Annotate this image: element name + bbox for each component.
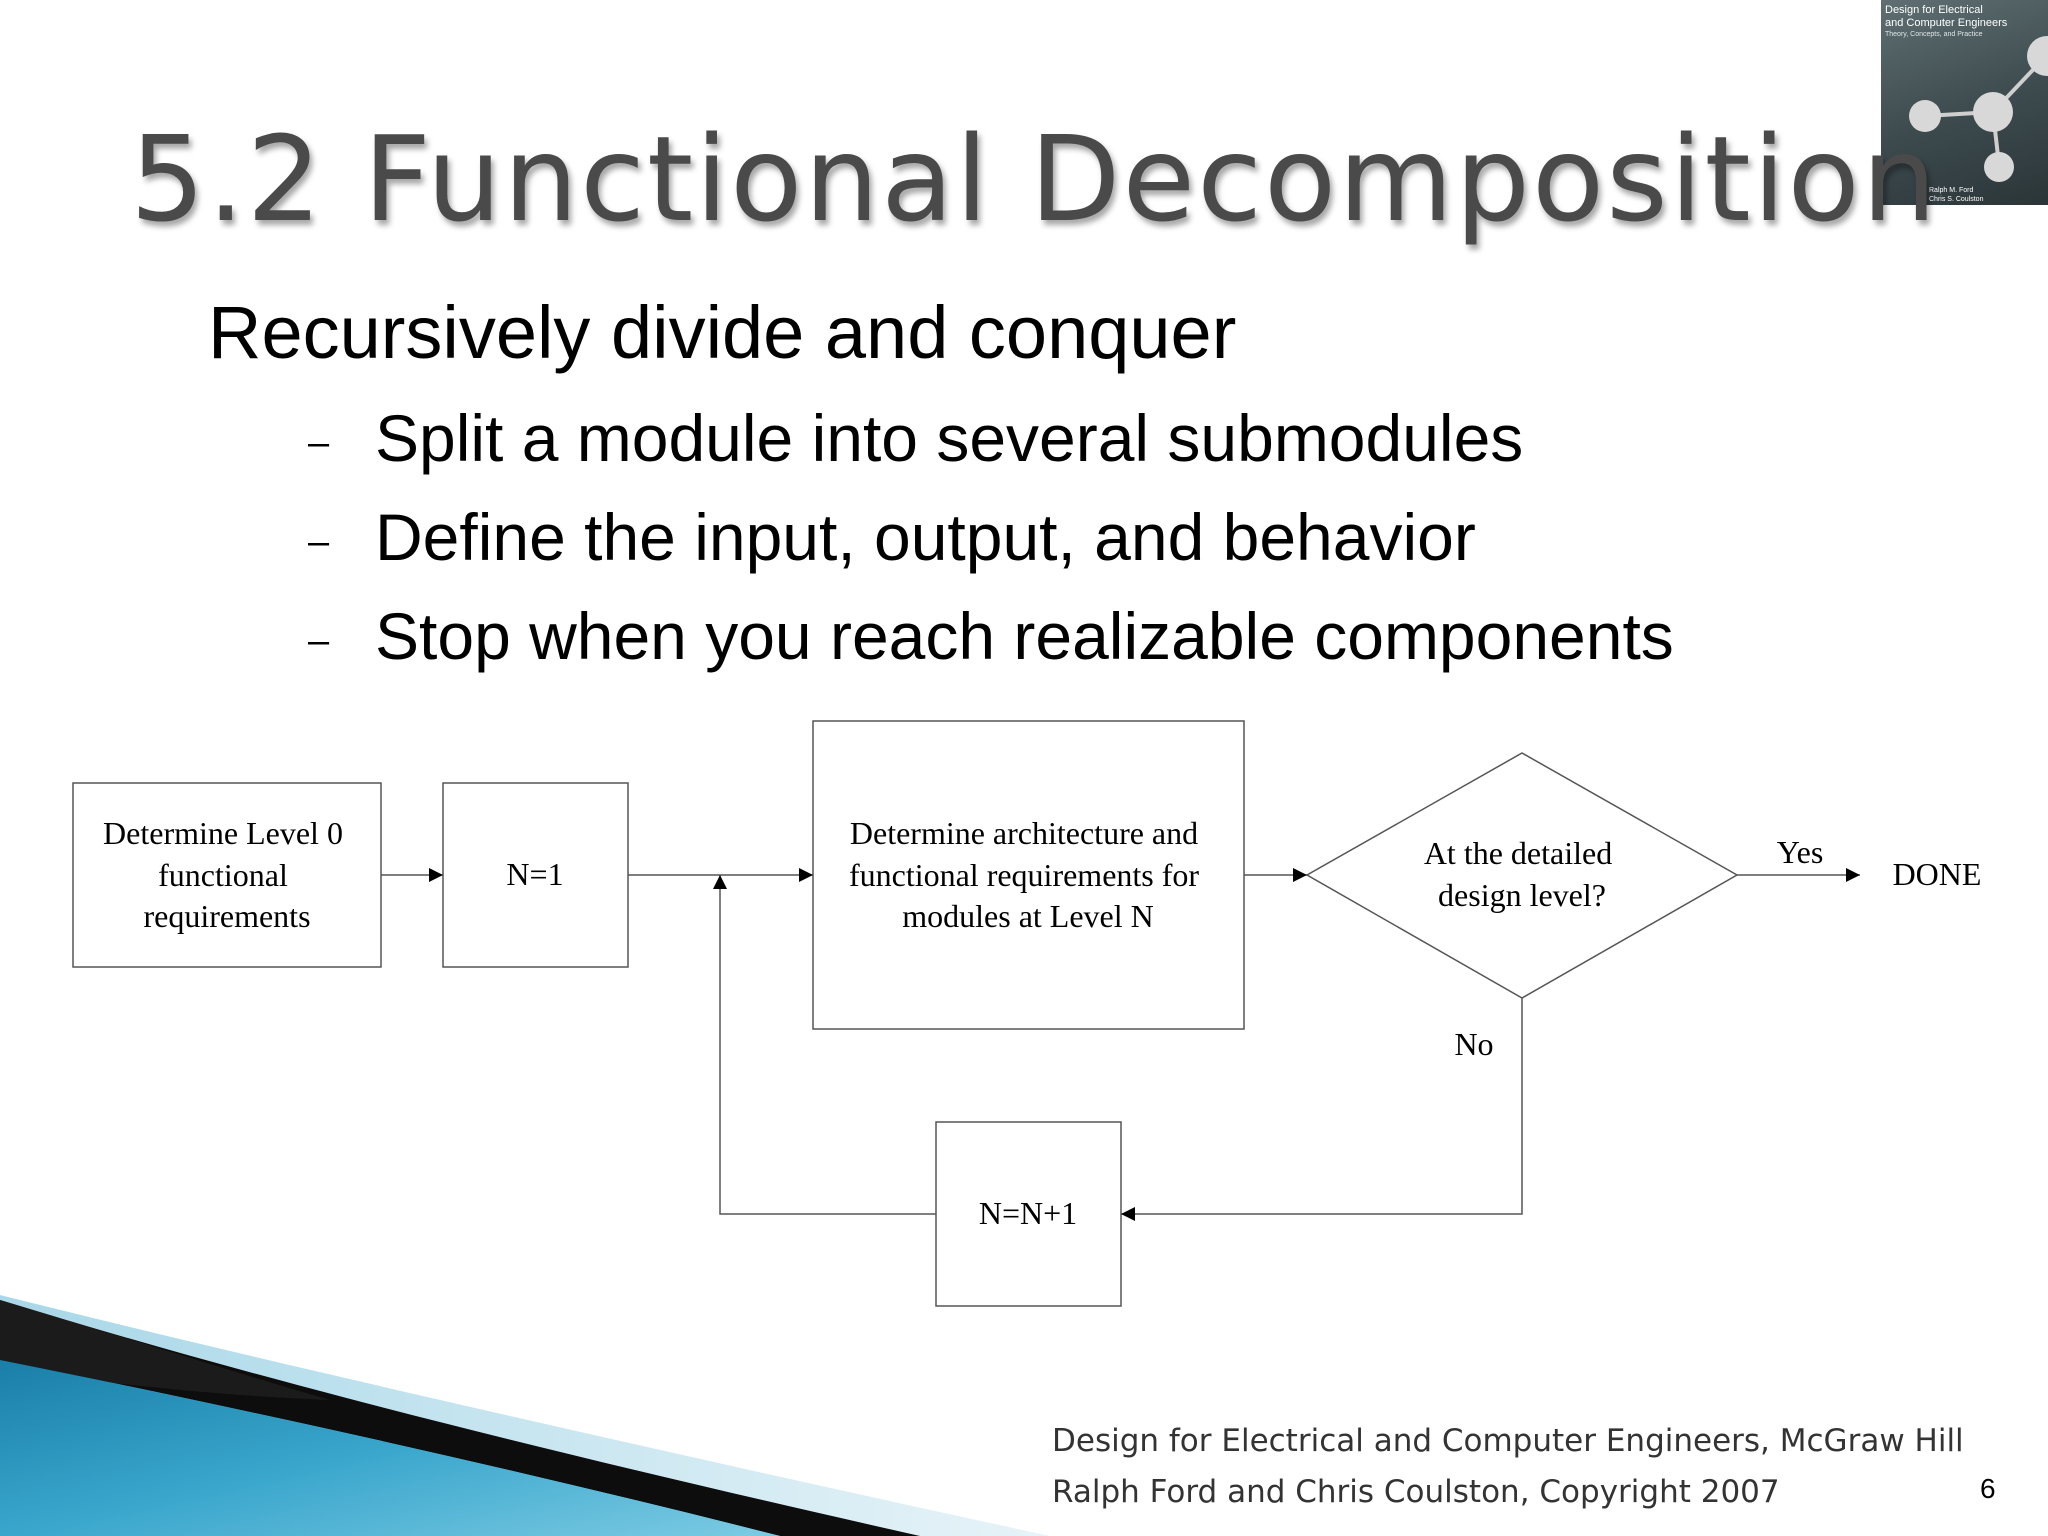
book-cover-image: Design for Electrical and Computer Engin… <box>1881 0 2048 205</box>
node-level0-text: Determine Level 0 functional requirement… <box>103 815 351 934</box>
node-architecture-box <box>812 720 1245 1030</box>
slide-title: 5.2 Functional Decomposition <box>130 110 1939 248</box>
node-decision-diamond <box>1305 752 1739 999</box>
dash-marker: – <box>308 422 330 464</box>
edge-label-yes: Yes <box>1777 834 1824 870</box>
edge-decision-to-increment <box>1121 998 1523 1221</box>
sub-bullet-text: Stop when you reach realizable component… <box>375 599 1674 673</box>
book-author1: Ralph M. Ford <box>1929 187 1974 194</box>
node-level0-box <box>72 782 382 968</box>
main-bullet: Recursively divide and conquer <box>208 291 1237 374</box>
node-architecture-text: Determine architecture and functional re… <box>849 815 1207 934</box>
edge-label-no: No <box>1454 1026 1493 1062</box>
book-subtitle: Theory, Concepts, and Practice <box>1885 31 1983 38</box>
node-increment-box <box>935 1121 1122 1307</box>
sub-bullet-text: Define the input, output, and behavior <box>375 500 1476 574</box>
book-author2: Chris S. Coulston <box>1929 196 1984 203</box>
book-title-line1: Design for Electrical <box>1885 4 1983 16</box>
dash-marker: – <box>308 620 330 662</box>
book-molecule-graphic <box>1909 36 2048 182</box>
edge-increment-loop-back <box>713 875 936 1215</box>
node-done-text: DONE <box>1893 856 1982 892</box>
node-init-text: N=1 <box>506 856 563 892</box>
dash-marker: – <box>308 521 330 563</box>
page-number: 6 <box>1980 1473 1996 1504</box>
sub-bullet-text: Split a module into several submodules <box>375 401 1524 475</box>
footer-line-2: Ralph Ford and Chris Coulston, Copyright… <box>1052 1474 1780 1510</box>
node-decision-text: At the detailed design level? <box>1424 835 1620 913</box>
book-title-line2: and Computer Engineers <box>1885 17 2008 29</box>
footer-line-1: Design for Electrical and Computer Engin… <box>1052 1423 1964 1459</box>
node-increment-text: N=N+1 <box>979 1195 1077 1231</box>
